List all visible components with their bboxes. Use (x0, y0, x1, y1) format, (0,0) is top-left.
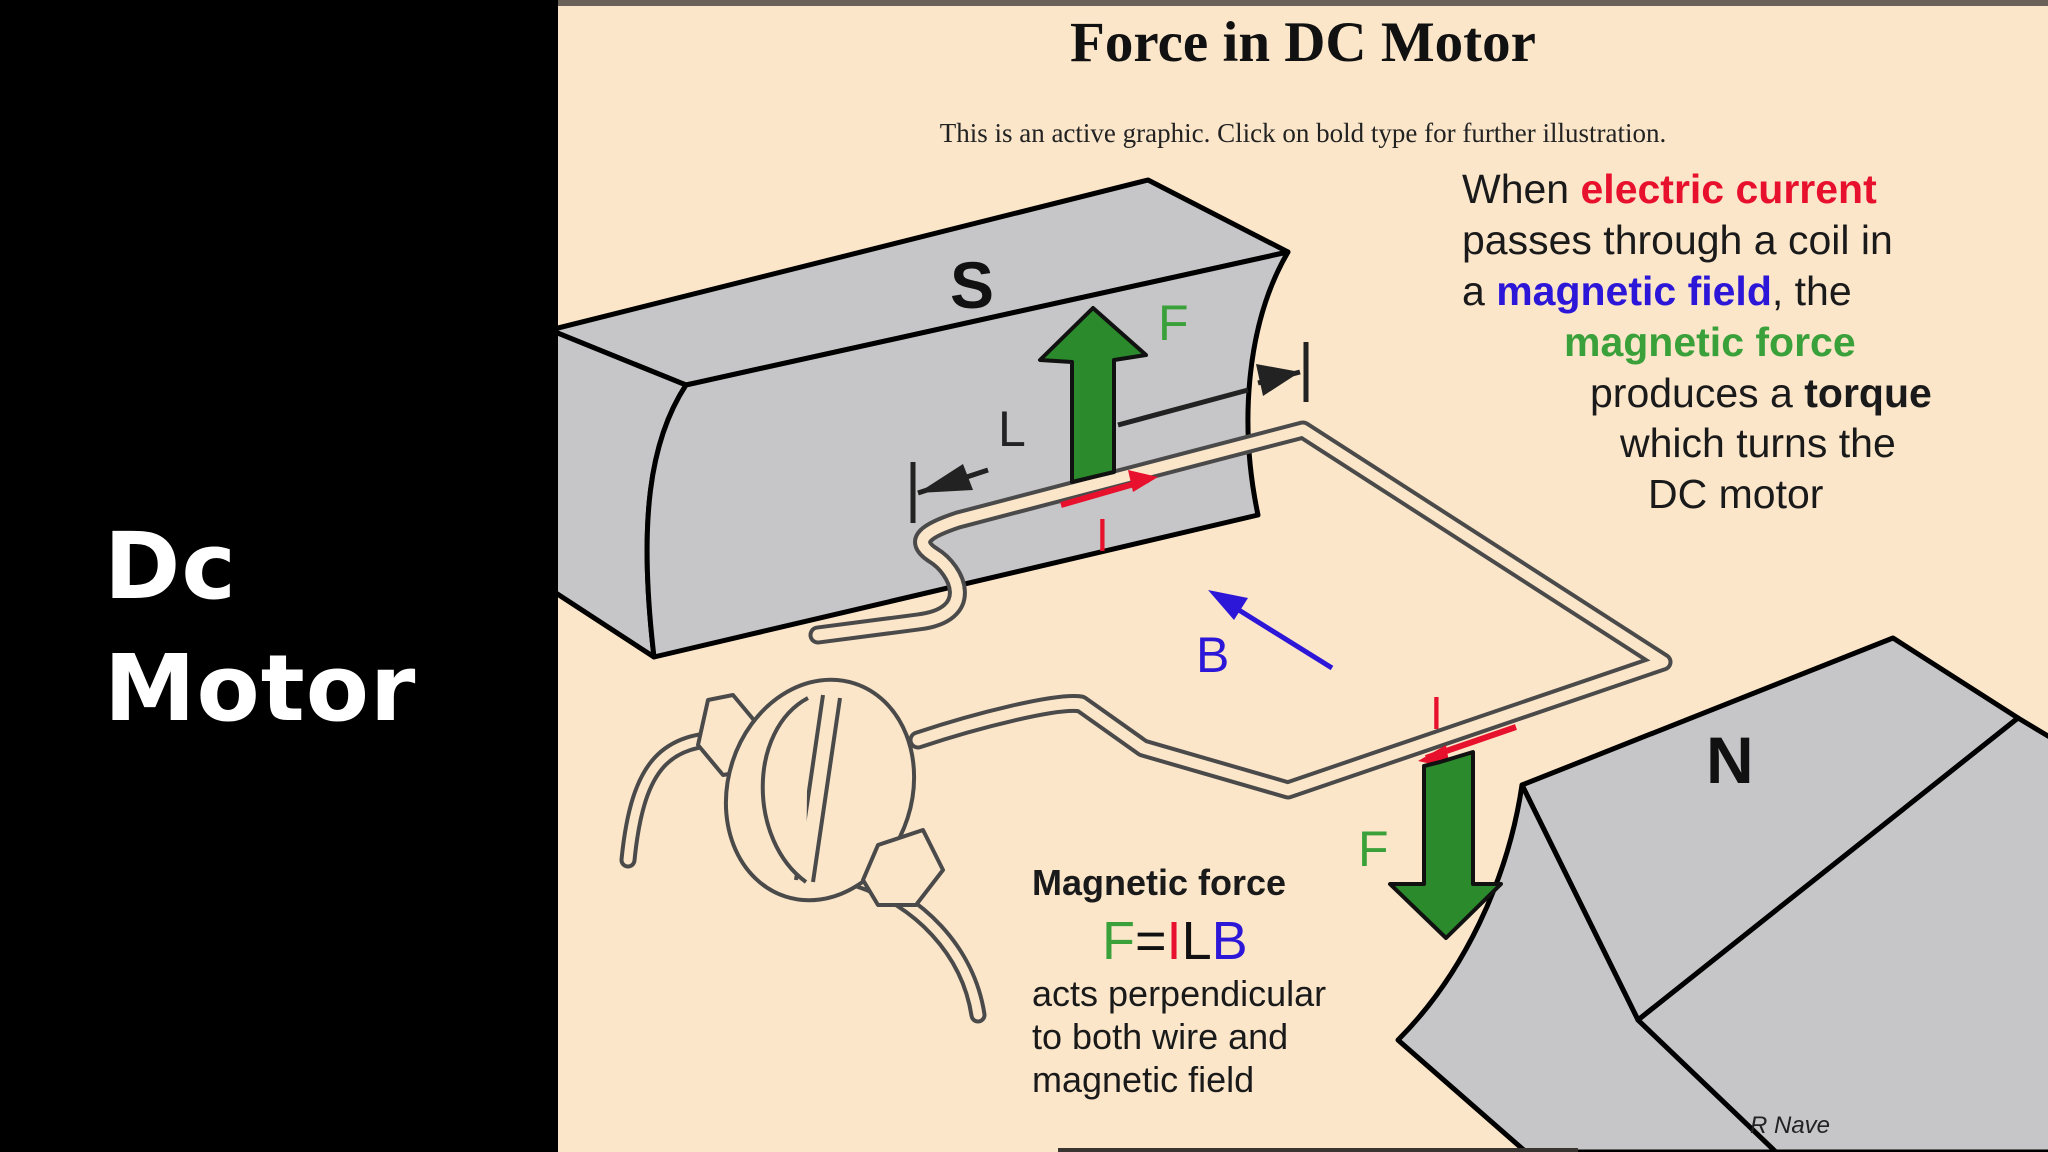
length-marker (910, 342, 1309, 523)
diagram-note: This is an active graphic. Click on bold… (939, 118, 1667, 148)
description-line-6: which turns the (1620, 420, 1896, 466)
electric-current-link[interactable]: electric current (1580, 166, 1877, 212)
north-pole-label: N (1706, 723, 1754, 797)
torque-link[interactable]: torque (1804, 370, 1932, 416)
panel-bottom-border (1058, 1148, 1578, 1152)
dc-motor-illustration (558, 177, 2048, 1152)
commutator (696, 677, 945, 907)
author-credit: R Nave (1750, 1112, 1831, 1139)
description-line-5: produces a torque (1590, 370, 1932, 416)
formula-f: F (1102, 911, 1135, 971)
explanation-line-1: acts perpendicular (1032, 973, 1327, 1014)
explanation-line-3: magnetic field (1032, 1059, 1255, 1100)
formula-equals: = (1135, 911, 1167, 971)
formula: F=ILB (1102, 914, 1248, 968)
magnetic-force-link[interactable]: magnetic force (1564, 319, 1856, 365)
south-pole-label: S (950, 248, 995, 322)
force-arrow-down (1388, 750, 1503, 940)
diagram-title: Force in DC Motor (1070, 11, 1536, 74)
current-label-top: I (1096, 509, 1109, 561)
current-label-bottom: I (1430, 687, 1443, 739)
left-title-panel: Dc Motor (0, 0, 558, 1152)
force-label-top: F (1158, 295, 1189, 351)
slide-title-line-2: Motor (104, 635, 417, 742)
formula-l: L (1181, 911, 1212, 971)
description-line-1: When electric current (1462, 166, 1877, 212)
formula-b: B (1211, 911, 1248, 971)
formula-heading: Magnetic force (1032, 862, 1287, 903)
slide-title: Dc Motor (104, 506, 416, 750)
formula-i: I (1166, 911, 1182, 971)
current-top (1060, 470, 1158, 508)
north-magnet-end-face (1635, 715, 2048, 1152)
south-magnet (558, 177, 1291, 660)
field-arrow (1208, 590, 1334, 671)
description-line-7: DC motor (1648, 471, 1824, 517)
explanation-line-2: to both wire and (1032, 1016, 1289, 1057)
north-magnet-concave-face (1395, 782, 1779, 1152)
field-label: B (1196, 627, 1230, 683)
description-line-2: passes through a coil in (1462, 217, 1893, 263)
force-label-bottom: F (1358, 821, 1389, 877)
description-line-3: a magnetic field, the (1462, 268, 1852, 314)
diagram-panel: Force in DC Motor This is an active grap… (558, 0, 2048, 1152)
force-arrow-up (1038, 306, 1148, 484)
north-magnet (1395, 635, 2048, 1152)
length-label: L (998, 401, 1026, 457)
panel-top-border (558, 0, 2048, 6)
brush-bottom (861, 828, 945, 907)
slide-title-line-1: Dc (104, 513, 237, 620)
magnetic-field-link[interactable]: magnetic field (1496, 268, 1772, 314)
